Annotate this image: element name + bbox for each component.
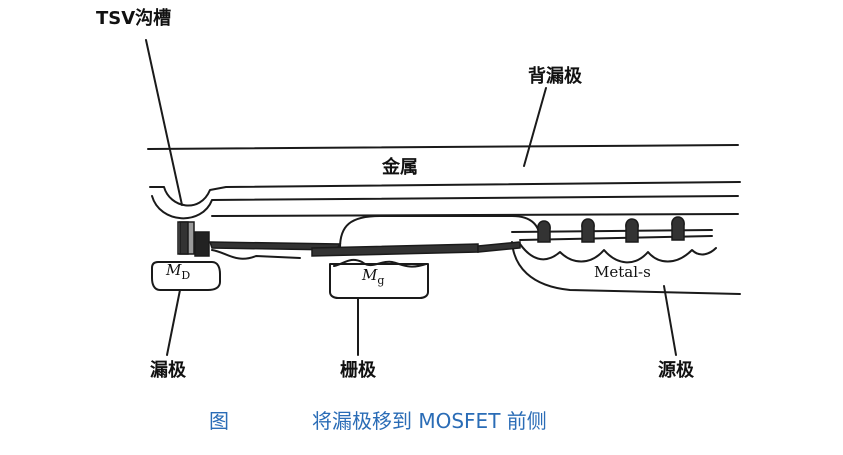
tsv-trench-label: TSV沟槽 xyxy=(96,8,172,29)
leader-tsv xyxy=(145,39,183,206)
drain-box xyxy=(151,261,221,291)
leader-back-drain xyxy=(523,87,547,167)
source-label: 源极 xyxy=(658,360,694,381)
metal-label: 金属 xyxy=(382,157,418,178)
source-bump xyxy=(625,218,639,243)
gate-box xyxy=(329,263,429,299)
caption-figure-word: 图 xyxy=(209,409,229,433)
back-drain-label: 背漏极 xyxy=(528,66,582,87)
source-inner-wave xyxy=(519,243,717,264)
drain-contact-dark xyxy=(194,231,210,257)
back-drain-top-line xyxy=(147,144,739,150)
gate-electrode-right xyxy=(477,241,521,253)
source-region-outline xyxy=(511,241,741,295)
metal-s-label: Metal-s xyxy=(594,263,651,281)
md-subscript: D xyxy=(181,269,191,282)
drain-md-label: MD xyxy=(166,261,191,282)
leader-drain xyxy=(166,289,181,356)
gate-mg-label: Mg xyxy=(362,266,385,287)
md-letter: M xyxy=(166,261,182,279)
metal-layer-outline xyxy=(149,181,741,207)
source-bump-group xyxy=(537,216,685,243)
source-bump xyxy=(581,218,595,243)
source-bump xyxy=(671,216,685,241)
drain-connection-wave xyxy=(211,249,301,260)
leader-source xyxy=(663,285,677,356)
tsv-fill-dark xyxy=(179,221,189,255)
source-bump xyxy=(537,220,551,243)
drain-label: 漏极 xyxy=(150,360,186,381)
mg-letter: M xyxy=(362,266,378,284)
tsv-trench-inner xyxy=(151,195,739,220)
mg-subscript: g xyxy=(377,274,385,287)
caption-title: 将漏极移到 MOSFET 前侧 xyxy=(312,409,547,433)
gate-label: 栅极 xyxy=(340,360,376,381)
gate-contact-wave xyxy=(333,258,427,268)
